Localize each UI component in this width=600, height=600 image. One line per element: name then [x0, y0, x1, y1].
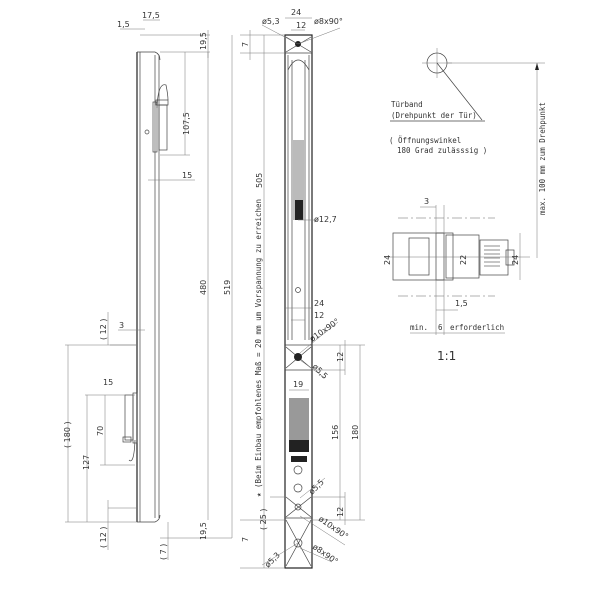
dim-7-top: 7 [241, 42, 250, 47]
dim-7-bottom: 7 [241, 537, 250, 542]
dim-5-5-bottom: ø5,5 [307, 478, 326, 497]
dim-156: 156 [331, 425, 340, 440]
dim-12-7: ø12,7 [314, 215, 337, 224]
installation-note: ★ (Beim Einbau empfohlenes Maß = 20 mm u… [254, 199, 263, 497]
side-view: 1,5 17,5 19,5 107,5 15 480 519 ( 12 ) 3 … [63, 11, 233, 560]
detail-dim-22: 22 [459, 255, 468, 265]
required-label: erforderlich [450, 323, 504, 332]
dim-15-bottom: 15 [103, 378, 113, 387]
min-value: 6 [438, 323, 443, 332]
dim-12-right-mid: 12 [336, 352, 345, 362]
detail-dim-24-left: 24 [383, 255, 392, 265]
dim-5-3-top: ø5,3 [262, 17, 280, 26]
dim-7: ( 7 ) [159, 544, 168, 560]
dim-17-5: 17,5 [142, 11, 160, 20]
dim-8x90-bottom: ø8x90° [311, 542, 340, 566]
dim-24-top: 24 [291, 8, 301, 17]
dim-19-5-top: 19,5 [199, 32, 208, 50]
hinge-label: Türband [391, 100, 423, 109]
opening-angle-line2: 180 Grad zulässsig ) [397, 146, 487, 155]
dim-19: 19 [293, 380, 303, 389]
scale-label: 1:1 [437, 349, 456, 363]
dim-480: 480 [199, 280, 208, 295]
dim-12-b: ( 12 ) [99, 526, 108, 548]
max-distance-label: max. 100 mm zum Drehpunkt [538, 102, 547, 215]
dim-12-mid: 12 [314, 311, 324, 320]
front-view: 24 ø5,3 12 ø8x90° 7 505 ø12,7 24 12 ø10x… [240, 8, 365, 569]
dim-1-5: 1,5 [117, 20, 130, 29]
hinge-sub-label: (Drehpunkt der Tür) [391, 111, 477, 120]
dim-3: 3 [119, 321, 124, 330]
dim-15-top: 15 [182, 171, 192, 180]
dim-12-right-bottom: 12 [336, 507, 345, 517]
detail-view: Türband (Drehpunkt der Tür) ( Öffnungswi… [383, 48, 547, 363]
dim-180: ( 180 ) [63, 421, 72, 448]
dim-5-3-bottom: ø5,3 [263, 551, 282, 570]
dim-12-a: ( 12 ) [99, 318, 108, 340]
dim-5-5-mid: ø5,5 [311, 362, 330, 381]
dim-505: 505 [255, 173, 264, 188]
dim-8x90-top: ø8x90° [314, 17, 343, 26]
dim-107-5: 107,5 [182, 112, 191, 135]
opening-angle-line1: ( Öffnungswinkel [389, 136, 461, 145]
detail-dim-1-5: 1,5 [455, 299, 468, 308]
dim-519: 519 [223, 280, 232, 295]
dim-127: 127 [82, 455, 91, 470]
dim-24-mid: 24 [314, 299, 324, 308]
dim-12-top: 12 [296, 21, 306, 30]
dim-19-5-bottom: 19,5 [199, 522, 208, 540]
dim-70: 70 [96, 426, 105, 436]
detail-dim-24-right: 24 [511, 255, 520, 265]
min-label: min. [410, 323, 428, 332]
detail-dim-3: 3 [424, 197, 429, 206]
dim-180: 180 [351, 425, 360, 440]
dim-25: ( 25 ) [259, 508, 268, 530]
dim-10x90-mid: ø10x90° [308, 317, 341, 344]
